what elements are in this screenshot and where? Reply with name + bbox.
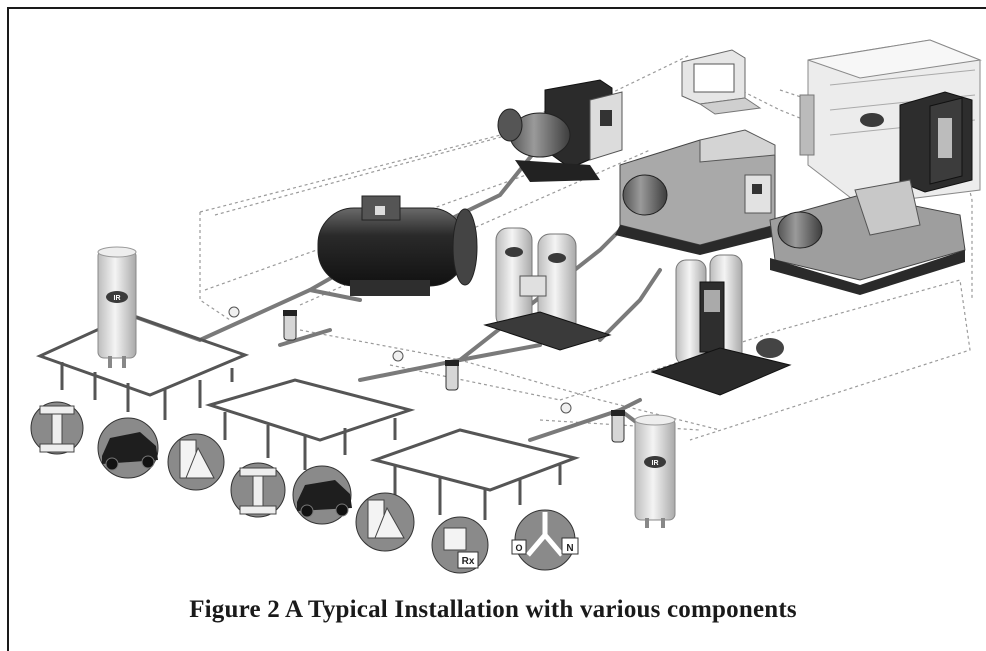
application-icon-steel-beam: [31, 402, 83, 454]
rotary-compressor-right: [770, 180, 965, 295]
logo-text: IR: [652, 460, 659, 467]
application-icon-gas-separation: O N: [512, 510, 578, 570]
rotary-compressor-top: [498, 80, 622, 182]
header-loop-2: [210, 380, 410, 440]
computer-monitor: [682, 50, 760, 114]
inline-filter-1: [283, 310, 297, 340]
rx-symbol: Rx: [462, 556, 475, 567]
inline-filter-2: [445, 360, 459, 390]
nitrogen-symbol: N: [566, 543, 573, 554]
inline-filter-3: [611, 410, 625, 442]
application-icon-lab-flasks-2: [356, 493, 414, 551]
rotary-compressor-middle: [615, 130, 780, 255]
control-cabinet: [900, 92, 972, 192]
figure-caption: Figure 2 A Typical Installation with var…: [0, 596, 986, 624]
horizontal-air-tank: [318, 196, 477, 296]
application-icon-lab-flasks: [168, 434, 224, 490]
air-receiver-tank-right: IR: [635, 415, 675, 528]
header-loop-1: [40, 315, 245, 395]
logo-text: IR: [114, 295, 121, 302]
air-receiver-tank-left: IR: [98, 247, 136, 368]
application-icon-car-2: [293, 466, 352, 524]
application-icon-steel-beam-2: [231, 463, 285, 517]
oxygen-symbol: O: [515, 543, 522, 553]
twin-tower-dryer: [485, 228, 610, 350]
header-loop-3: [375, 430, 575, 490]
application-icon-car: [98, 418, 158, 478]
application-icon-pharmaceutical: Rx: [432, 517, 488, 573]
refrigerated-dryer: [652, 255, 790, 395]
